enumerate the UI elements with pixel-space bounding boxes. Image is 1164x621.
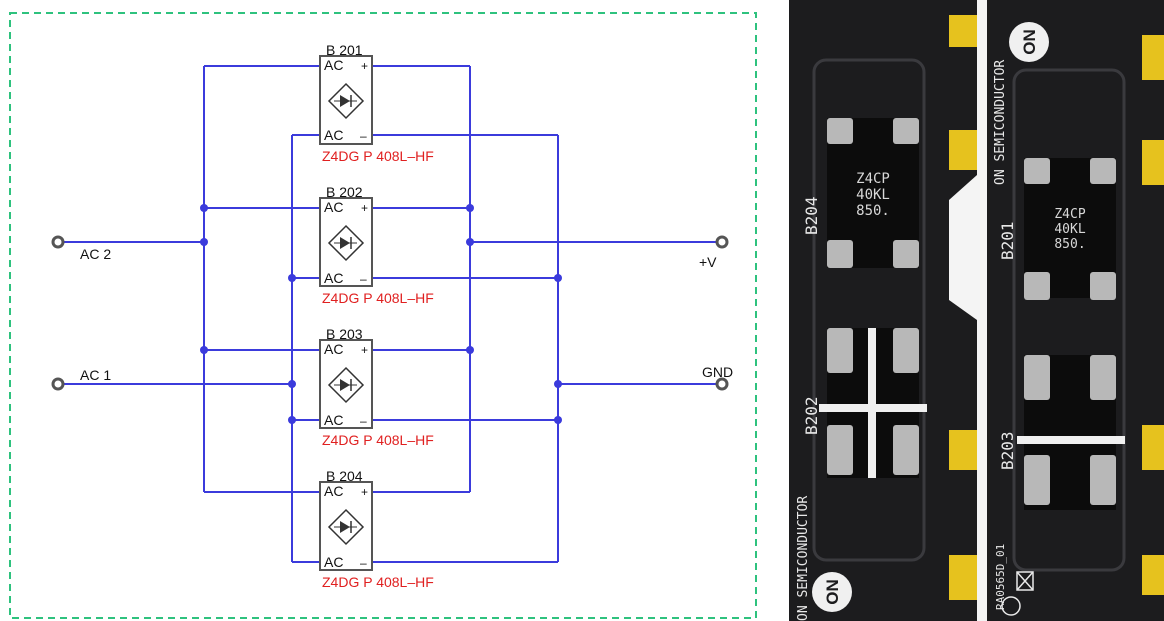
pin-minus: – — [360, 129, 367, 143]
diode-bridge-icon — [327, 224, 365, 262]
chip-marking-line: 850. — [1054, 237, 1085, 252]
terminal-gnd: GND — [702, 364, 733, 391]
pin-plus: + — [361, 59, 368, 73]
pin-ac-bottom: AC — [324, 270, 343, 286]
bridge-part-number: Z4DG P 408L–HF — [322, 290, 434, 306]
bridge-ref: B 203 — [326, 326, 363, 342]
ref-b203: B203 — [998, 431, 1017, 470]
pin-plus: + — [361, 485, 368, 499]
chip-b202 — [819, 328, 927, 478]
bridge-part-number: Z4DG P 408L–HF — [322, 574, 434, 590]
ref-b202: B202 — [802, 396, 821, 435]
pin-ac-top: AC — [324, 483, 343, 499]
terminal-ac1-label: AC 1 — [80, 367, 111, 383]
chip-b204: Z4CP 40KL 850. — [827, 118, 919, 268]
terminal-ac2-label: AC 2 — [80, 246, 111, 262]
ref-b204: B204 — [802, 196, 821, 235]
bridge-b202: B 202 AC + AC – Z4DG P 408L–HF — [319, 184, 434, 306]
pcb-board-image: Z4CP 40KL 850. B204 B202 Z4CP 40KL 850. … — [789, 0, 1164, 621]
brand-text-bottom: ON SEMICONDUCTOR — [796, 496, 811, 621]
terminal-ac2: AC 2 — [51, 235, 111, 262]
pin-ac-top: AC — [324, 57, 343, 73]
chip-b203 — [1017, 355, 1125, 510]
chip-b201: Z4CP 40KL 850. — [1024, 158, 1116, 300]
chip-marking-line: Z4CP — [856, 171, 890, 187]
terminal-vplus: +V — [699, 235, 729, 270]
on-logo: ON — [812, 572, 852, 612]
brand-text-top: ON SEMICONDUCTOR — [993, 60, 1008, 185]
bridge-b203: B 203 AC + AC – Z4DG P 408L–HF — [319, 326, 434, 448]
pin-plus: + — [361, 343, 368, 357]
schematic-border — [9, 12, 757, 619]
gold-pads — [949, 15, 1164, 600]
junction-dots — [200, 204, 562, 424]
bridge-b201: B 201 AC + AC – Z4DG P 408L–HF — [319, 42, 434, 164]
pin-minus: – — [360, 556, 367, 570]
bridge-part-number: Z4DG P 408L–HF — [322, 432, 434, 448]
on-logo-text: ON — [1020, 29, 1039, 55]
diode-bridge-icon — [327, 508, 365, 546]
terminal-ac1: AC 1 — [51, 367, 111, 391]
terminal-vplus-label: +V — [699, 254, 717, 270]
chip-marking-line: Z4CP — [1054, 207, 1085, 222]
pin-ac-bottom: AC — [324, 554, 343, 570]
wires — [62, 65, 718, 563]
pin-minus: – — [360, 272, 367, 286]
chip-marking-line: 850. — [856, 203, 890, 219]
bridge-part-number: Z4DG P 408L–HF — [322, 148, 434, 164]
bridge-b204: B 204 AC + AC – Z4DG P 408L–HF — [319, 468, 434, 590]
diode-bridge-icon — [327, 366, 365, 404]
pin-ac-bottom: AC — [324, 127, 343, 143]
pcb-code: RA0565D_01 — [994, 544, 1007, 610]
pin-ac-bottom: AC — [324, 412, 343, 428]
pin-plus: + — [361, 201, 368, 215]
pin-ac-top: AC — [324, 199, 343, 215]
pcb-left — [789, 0, 977, 621]
chip-marking-line: 40KL — [1054, 222, 1085, 237]
on-logo-text: ON — [823, 579, 842, 605]
bridge-ref: B 201 — [326, 42, 363, 58]
pin-ac-top: AC — [324, 341, 343, 357]
bridge-ref: B 202 — [326, 184, 363, 200]
schematic-diagram: AC 2 AC 1 +V GND B 201 AC + AC – Z4DG P … — [9, 12, 757, 619]
on-logo: ON — [1009, 22, 1049, 62]
terminal-gnd-label: GND — [702, 364, 733, 380]
chip-marking-line: 40KL — [856, 187, 890, 203]
pcb-traces — [812, 58, 1126, 572]
diode-bridge-icon — [327, 82, 365, 120]
rohs-icon — [1001, 571, 1034, 616]
bridge-ref: B 204 — [326, 468, 363, 484]
ref-b201: B201 — [998, 221, 1017, 260]
pin-minus: – — [360, 414, 367, 428]
